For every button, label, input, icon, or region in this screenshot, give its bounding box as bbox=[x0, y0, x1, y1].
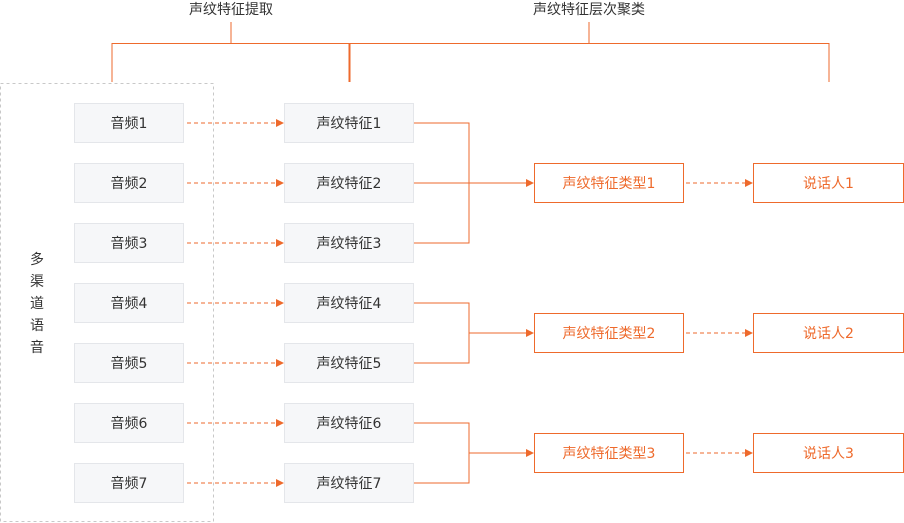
feature-node-7[interactable]: 声纹特征7 bbox=[284, 463, 414, 503]
feature-node-6[interactable]: 声纹特征6 bbox=[284, 403, 414, 443]
header-clustering: 声纹特征层次聚类 bbox=[533, 2, 645, 18]
audio-node-4[interactable]: 音频4 bbox=[74, 283, 184, 323]
feature-merge-connectors bbox=[414, 122, 534, 484]
speaker-node-3[interactable]: 说话人3 bbox=[753, 433, 904, 473]
feature-node-1[interactable]: 声纹特征1 bbox=[284, 103, 414, 143]
audio-node-5[interactable]: 音频5 bbox=[74, 343, 184, 383]
merge-group3 bbox=[414, 422, 470, 484]
type-node-3[interactable]: 声纹特征类型3 bbox=[534, 433, 684, 473]
audio-node-6[interactable]: 音频6 bbox=[74, 403, 184, 443]
speaker-node-2[interactable]: 说话人2 bbox=[753, 313, 904, 353]
multichannel-frame bbox=[0, 83, 214, 522]
feature-node-5[interactable]: 声纹特征5 bbox=[284, 343, 414, 383]
multichannel-char: 渠 bbox=[30, 274, 44, 290]
multichannel-char: 道 bbox=[30, 296, 44, 312]
multichannel-label: 多 渠 道 语 音 bbox=[27, 249, 47, 359]
audio-node-2[interactable]: 音频2 bbox=[74, 163, 184, 203]
audio-node-3[interactable]: 音频3 bbox=[74, 223, 184, 263]
multichannel-char: 多 bbox=[30, 252, 44, 268]
feature-node-3[interactable]: 声纹特征3 bbox=[284, 223, 414, 263]
merge-group2 bbox=[414, 302, 470, 364]
multichannel-char: 语 bbox=[30, 318, 44, 334]
multichannel-char: 音 bbox=[30, 340, 44, 356]
audio-to-feature-arrows bbox=[187, 119, 284, 487]
type-to-speaker-arrows bbox=[686, 179, 753, 457]
audio-node-7[interactable]: 音频7 bbox=[74, 463, 184, 503]
type-node-2[interactable]: 声纹特征类型2 bbox=[534, 313, 684, 353]
speaker-node-1[interactable]: 说话人1 bbox=[753, 163, 904, 203]
header-extraction: 声纹特征提取 bbox=[189, 2, 273, 18]
audio-node-1[interactable]: 音频1 bbox=[74, 103, 184, 143]
type-node-1[interactable]: 声纹特征类型1 bbox=[534, 163, 684, 203]
feature-node-4[interactable]: 声纹特征4 bbox=[284, 283, 414, 323]
feature-node-2[interactable]: 声纹特征2 bbox=[284, 163, 414, 203]
